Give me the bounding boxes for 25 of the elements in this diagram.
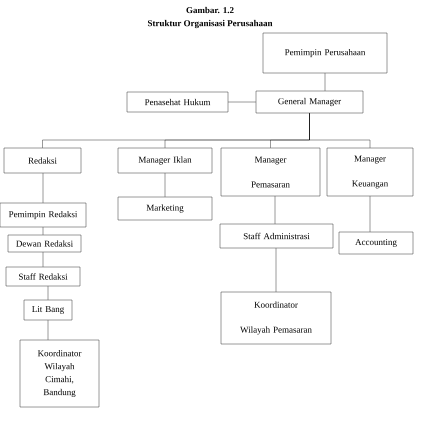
org-box: Koordinator Wilayah Cimahi, Bandung	[20, 340, 100, 408]
connector-line	[324, 73, 326, 91]
org-box: Penasehat Hukum	[126, 92, 228, 112]
org-box: Lit Bang	[24, 300, 72, 320]
org-box: Manager Keuangan	[326, 148, 414, 196]
subtitle: Struktur Organisasi Perusahaan	[148, 20, 272, 28]
connector-line	[42, 173, 44, 203]
title: Gambar. 1.2	[186, 6, 234, 14]
org-box: Staff Redaksi	[6, 266, 80, 286]
org-box: Marketing	[118, 196, 212, 220]
org-box: Dewan Redaksi	[8, 234, 82, 252]
org-box: Pemimpin Perusahaan	[262, 32, 388, 74]
connector-line	[274, 196, 276, 224]
connector-line	[42, 252, 44, 267]
org-box: Staff Administrasi	[220, 224, 334, 248]
org-box: Manager Pemasaran	[220, 148, 320, 196]
org-box: Pemimpin Redaksi	[0, 202, 86, 228]
org-box: Redaksi	[4, 148, 82, 174]
connector-line	[164, 173, 166, 197]
org-box: General Manager	[256, 90, 364, 114]
org-box: Manager Iklan	[118, 148, 212, 174]
connector-line	[309, 113, 370, 148]
org-box: Koordinator Wilayah Pemasaran	[220, 292, 332, 344]
org-box: Accounting	[338, 232, 414, 254]
connector-line	[42, 227, 44, 235]
